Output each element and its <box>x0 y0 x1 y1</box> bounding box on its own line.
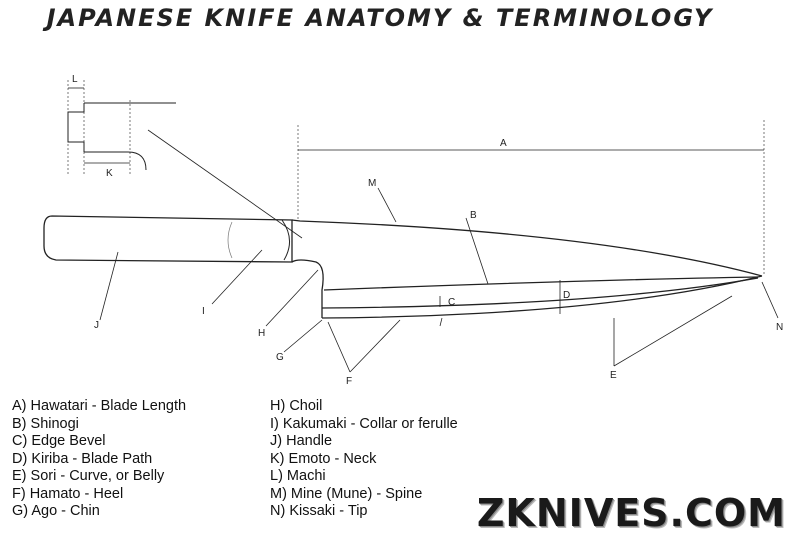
label-i: I <box>202 306 205 317</box>
legend-item: J) Handle <box>270 433 333 449</box>
legend-column-1: A) Hawatari - Blade Length B) Shinogi C)… <box>12 398 186 521</box>
neck-inset <box>67 80 176 175</box>
brand-logo: ZKnives.com <box>476 491 786 535</box>
legend-item: K) Emoto - Neck <box>270 450 377 467</box>
legend-item: B) Shinogi <box>12 415 79 432</box>
knife-edge <box>321 275 763 319</box>
label-e: E <box>610 370 617 381</box>
legend-item: D) Kiriba - Blade Path <box>12 450 153 467</box>
legend-item: N) Kissaki - Tip <box>270 503 368 519</box>
legend-item: E) Sori - Curve, or Belly <box>12 468 165 484</box>
legend-column-2: H) Choil I) Kakumaki - Collar or ferulle… <box>270 398 458 521</box>
label-n: N <box>776 322 783 333</box>
shinogi-line <box>323 276 759 291</box>
label-c: C <box>448 297 455 308</box>
legend-item: I) Kakumaki - Collar or ferulle <box>270 415 458 432</box>
legend-item: A) Hawatari - Blade Length <box>12 398 187 414</box>
knife-choil <box>291 259 324 318</box>
edge-bevel-line <box>321 277 759 309</box>
ferrule-end <box>281 219 290 261</box>
label-d: D <box>563 290 570 301</box>
knife-handle <box>43 215 293 263</box>
label-b: B <box>470 210 477 221</box>
knife-spine <box>291 219 763 277</box>
label-h: H <box>258 328 265 339</box>
page-title: Japanese Knife Anatomy & Terminology <box>46 4 714 32</box>
label-a: A <box>500 138 507 149</box>
label-m: M <box>368 178 376 189</box>
legend-item: G) Ago - Chin <box>12 503 100 519</box>
label-l: L <box>72 74 78 85</box>
legend-item: H) Choil <box>270 398 323 414</box>
legend-item: L) Machi <box>270 468 326 484</box>
label-k: K <box>106 168 113 179</box>
legend-item: C) Edge Bevel <box>12 433 106 449</box>
label-f: F <box>346 376 352 387</box>
ferrule-line <box>227 221 233 259</box>
knife-diagram: A B C D E F G H I J K L M N <box>43 74 783 387</box>
legend-item: F) Hamato - Heel <box>12 485 124 502</box>
label-j: J <box>94 320 99 331</box>
legend-item: M) Mine (Mune) - Spine <box>270 485 423 502</box>
label-g: G <box>276 352 284 363</box>
